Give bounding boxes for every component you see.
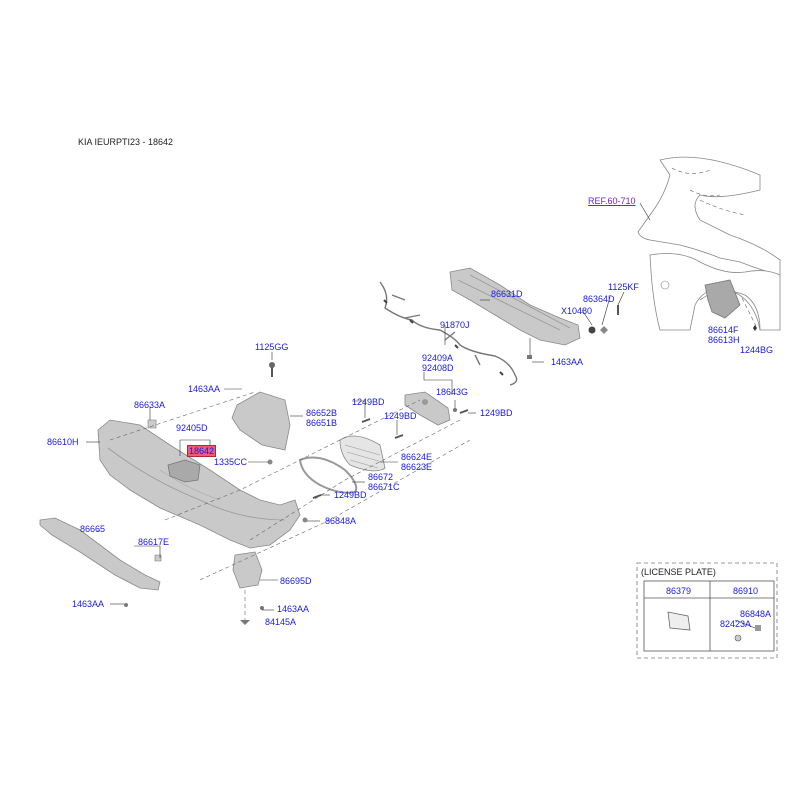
part-label-84145A[interactable]: 84145A (265, 617, 297, 627)
part-label-92405D[interactable]: 92405D (176, 423, 208, 433)
part-label-1125GG[interactable]: 1125GG (255, 342, 289, 352)
part-label-1463AA-b[interactable]: 1463AA (188, 384, 221, 394)
part-label-86848A-plate[interactable]: 86848A (740, 609, 772, 619)
part-label-1463AA-d[interactable]: 1463AA (277, 604, 310, 614)
bumper-bracket (167, 459, 201, 483)
part-label-82423A[interactable]: 82423A (720, 619, 752, 629)
side-bracket (704, 279, 741, 319)
garnish-ring (298, 456, 358, 494)
part-label-86364D[interactable]: 86364D (583, 294, 615, 304)
part-label-92408D[interactable]: 92408D (422, 363, 454, 373)
license-plate-box (636, 562, 778, 659)
part-label-86631D[interactable]: 86631D (491, 289, 523, 299)
part-label-86379[interactable]: 86379 (666, 586, 692, 596)
rear-bumper-cover (97, 419, 301, 549)
part-label-86652B[interactable]: 86652B (306, 408, 338, 418)
part-label-86695D[interactable]: 86695D (280, 576, 312, 586)
part-label-1463AA-c[interactable]: 1463AA (72, 599, 105, 609)
part-label-86671C[interactable]: 86671C (368, 482, 400, 492)
part-label-86910[interactable]: 86910 (733, 586, 759, 596)
part-label-86848A[interactable]: 86848A (325, 516, 357, 526)
part-label-86623E[interactable]: 86623E (401, 462, 433, 472)
part-label-1125KF[interactable]: 1125KF (608, 282, 639, 292)
part-label-1249BD-c[interactable]: 1249BD (384, 411, 417, 421)
sensor-bracket (404, 391, 451, 426)
part-label-86614F[interactable]: 86614F (708, 325, 739, 335)
lower-skirt (39, 517, 161, 591)
part-label-86651B[interactable]: 86651B (306, 418, 338, 428)
reference-link-60-710[interactable]: REF.60-710 (588, 196, 636, 206)
part-label-86617E[interactable]: 86617E (138, 537, 170, 547)
license-plate-title: (LICENSE PLATE) (641, 567, 716, 577)
reinforcement-beam (449, 267, 581, 346)
lower-bracket (232, 551, 263, 589)
part-label-86633A[interactable]: 86633A (134, 400, 166, 410)
corner-cover (231, 391, 291, 451)
part-label-18643G[interactable]: 18643G (436, 387, 469, 397)
part-label-86672[interactable]: 86672 (368, 472, 394, 482)
part-label-1244BG[interactable]: 1244BG (740, 345, 774, 355)
part-label-X10480[interactable]: X10480 (561, 306, 593, 316)
part-label-1249BD-a[interactable]: 1249BD (352, 397, 385, 407)
car-body-outline (637, 156, 781, 331)
part-label-86665[interactable]: 86665 (80, 524, 106, 534)
part-label-1249BD-b[interactable]: 1249BD (480, 408, 513, 418)
diagram-header: KIA IEURPTI23 - 18642 (78, 137, 174, 147)
part-label-86624E[interactable]: 86624E (401, 452, 433, 462)
part-label-92409A[interactable]: 92409A (422, 353, 454, 363)
leader-lines (86, 202, 651, 611)
wiring-harness (379, 281, 518, 386)
bolts (269, 305, 619, 499)
reflector-grille (339, 435, 386, 472)
part-label-91870J[interactable]: 91870J (440, 320, 470, 330)
part-label-86610H[interactable]: 86610H (47, 437, 79, 447)
part-label-1463AA-a[interactable]: 1463AA (551, 357, 584, 367)
part-label-1335CC[interactable]: 1335CC (214, 457, 248, 467)
part-label-86613H[interactable]: 86613H (708, 335, 740, 345)
part-label-1249BD-d[interactable]: 1249BD (334, 490, 367, 500)
part-label-18642-highlighted[interactable]: 18642 (187, 445, 217, 457)
